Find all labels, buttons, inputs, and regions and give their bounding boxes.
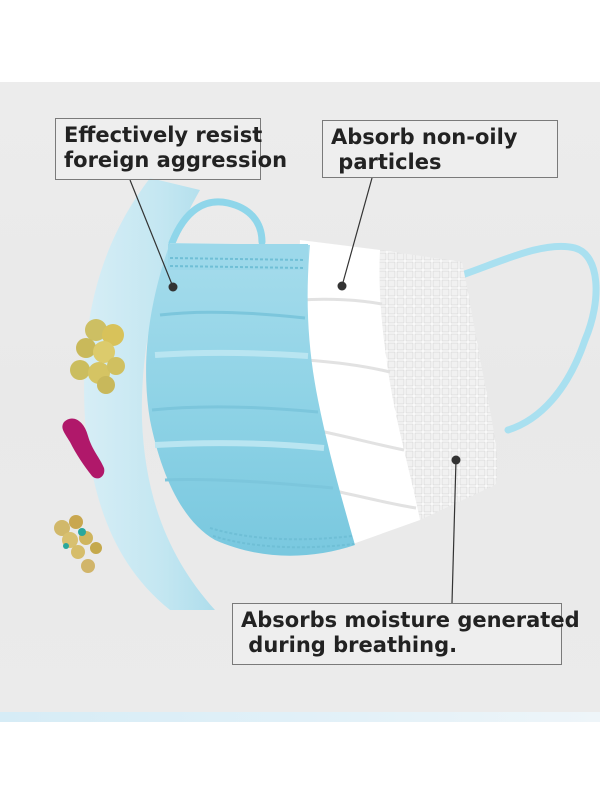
- callout-resist-line2: foreign aggression: [64, 148, 288, 172]
- protective-shield: [84, 178, 216, 610]
- callout-resist: Effectively resist foreign aggression: [55, 118, 288, 180]
- ear-loop-right: [458, 242, 600, 434]
- callout-moisture-line2: during breathing.: [241, 633, 458, 657]
- callout-moisture: Absorbs moisture generated during breath…: [232, 603, 580, 665]
- pleat-2: [151, 405, 319, 414]
- callout-resist-line1: Effectively resist: [64, 123, 263, 147]
- leader-dot-2: [337, 281, 347, 291]
- spore-cluster-icon: [54, 515, 102, 573]
- leader-dot-3: [451, 455, 461, 465]
- callout-absorb-particles-line1: Absorb non-oily: [331, 125, 518, 149]
- leader-line-2: [341, 177, 373, 287]
- bottom-accent-strip: [0, 712, 600, 722]
- callout-absorb-particles: Absorb non-oily particles: [322, 120, 558, 178]
- top-margin: [0, 0, 600, 82]
- mask-body: [146, 243, 355, 556]
- callout-moisture-line1: Absorbs moisture generated: [241, 608, 580, 632]
- ear-loop-top: [168, 198, 266, 247]
- leader-line-3: [451, 459, 457, 604]
- bottom-margin: [0, 722, 600, 800]
- mesh-filter-layer: [379, 250, 498, 520]
- pleat-1: [159, 310, 306, 320]
- leader-dot-1: [168, 282, 178, 292]
- bacteria-cluster-icon: [70, 319, 125, 394]
- leader-line-1: [129, 179, 174, 288]
- rod-bacteria-icon: [62, 418, 105, 479]
- pleat-3: [164, 477, 334, 490]
- callout-absorb-particles-line2: particles: [331, 150, 442, 174]
